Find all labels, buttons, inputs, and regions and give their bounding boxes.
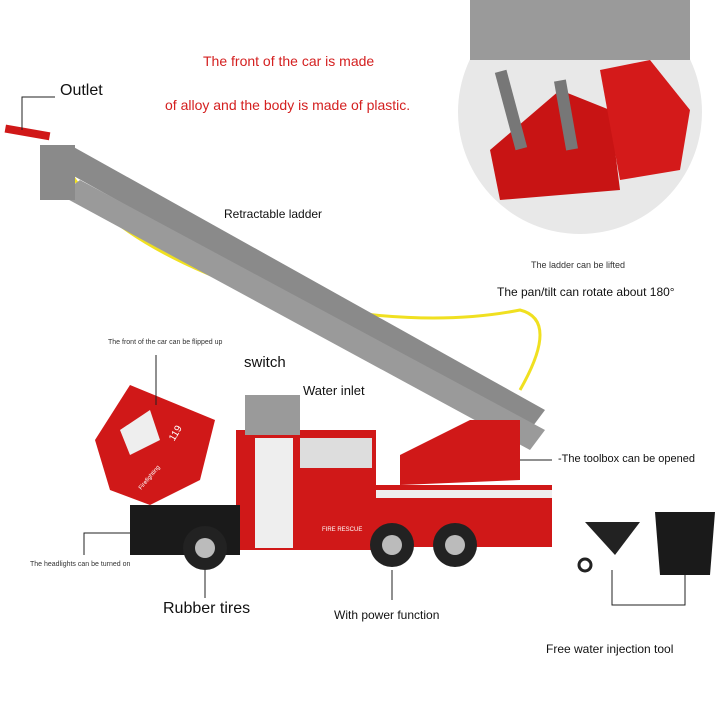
label-front-flipped: The front of the car can be flipped up xyxy=(108,339,223,346)
outlet-nozzle xyxy=(4,124,51,141)
label-toolbox: -The toolbox can be opened xyxy=(558,453,695,465)
label-switch: switch xyxy=(244,354,286,371)
inset-ladder-lift-detail xyxy=(458,0,702,234)
retractable-ladder xyxy=(40,145,545,450)
label-rubber-tires: Rubber tires xyxy=(163,600,251,617)
truck-body-text: FIRE RESCUE xyxy=(322,527,363,533)
label-power-function: With power function xyxy=(334,608,440,622)
label-outlet: Outlet xyxy=(60,82,103,99)
leader-lines xyxy=(21,96,686,606)
water-injection-tool xyxy=(577,512,715,575)
headline-line-2: of alloy and the body is made of plastic… xyxy=(165,97,411,113)
headline-line-1: The front of the car is made xyxy=(203,53,375,69)
label-pan-tilt: The pan/tilt can rotate about 180° xyxy=(497,285,675,299)
truck-body xyxy=(95,385,552,555)
label-water-tool: Free water injection tool xyxy=(546,642,674,656)
label-retractable-ladder: Retractable ladder xyxy=(224,207,323,221)
label-ladder-lifted: The ladder can be lifted xyxy=(531,260,626,270)
label-headlights: The headlights can be turned on xyxy=(30,561,131,568)
wheels xyxy=(183,523,477,570)
label-water-inlet: Water inlet xyxy=(303,383,365,398)
